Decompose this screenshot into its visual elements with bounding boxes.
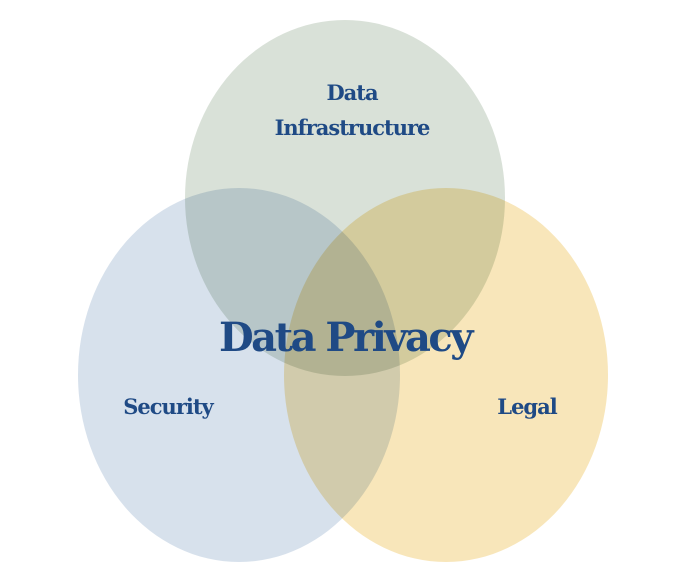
legal-circle [284,188,608,562]
data-infrastructure-label-line1: Data [326,80,379,105]
security-label: Security [123,394,214,419]
legal-label: Legal [497,394,557,419]
center-label-data-privacy: Data Privacy [219,314,475,361]
data-infrastructure-label-line2: Infrastructure [275,115,430,140]
